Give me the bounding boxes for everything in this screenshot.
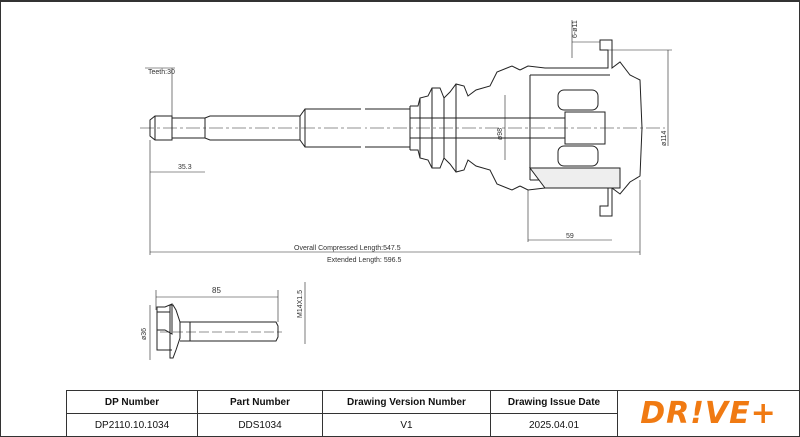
boot bbox=[409, 65, 521, 191]
housing-length-label: 59 bbox=[566, 233, 574, 240]
bolt-length-label: 85 bbox=[212, 286, 221, 295]
brand-logo: DR!VE+ bbox=[617, 390, 800, 437]
bolt-thread-label: M14X1.5 bbox=[297, 290, 304, 318]
header-part-number: Part Number bbox=[197, 390, 323, 414]
shaft bbox=[149, 104, 410, 152]
dp-number-value: DP2110.10.1034 bbox=[66, 413, 198, 437]
header-drawing-version: Drawing Version Number bbox=[322, 390, 491, 414]
extended-length-label: Extended Length: 596.5 bbox=[327, 257, 401, 264]
inner-diameter-label: ø98 bbox=[497, 128, 504, 140]
overall-length-label: Overall Compressed Length:547.5 bbox=[294, 245, 401, 252]
outer-diameter-label: ø114 bbox=[661, 130, 668, 146]
logo-text: DR!VE+ bbox=[640, 396, 777, 431]
bolt-head-diameter-label: ø36 bbox=[141, 328, 148, 340]
drawing-version-value: V1 bbox=[322, 413, 491, 437]
header-issue-date: Drawing Issue Date bbox=[490, 390, 618, 414]
title-block: DP Number Part Number Drawing Version Nu… bbox=[66, 390, 800, 437]
bolt bbox=[149, 282, 306, 360]
issue-date-value: 2025.04.01 bbox=[490, 413, 618, 437]
spline-length-label: 35.3 bbox=[178, 164, 192, 171]
header-dp-number: DP Number bbox=[66, 390, 198, 414]
bolt-holes-label: 6-ø11 bbox=[572, 20, 579, 38]
dimension-lines bbox=[145, 20, 672, 255]
part-number-value: DDS1034 bbox=[197, 413, 323, 437]
teeth-label: Teeth:30 bbox=[148, 69, 175, 76]
